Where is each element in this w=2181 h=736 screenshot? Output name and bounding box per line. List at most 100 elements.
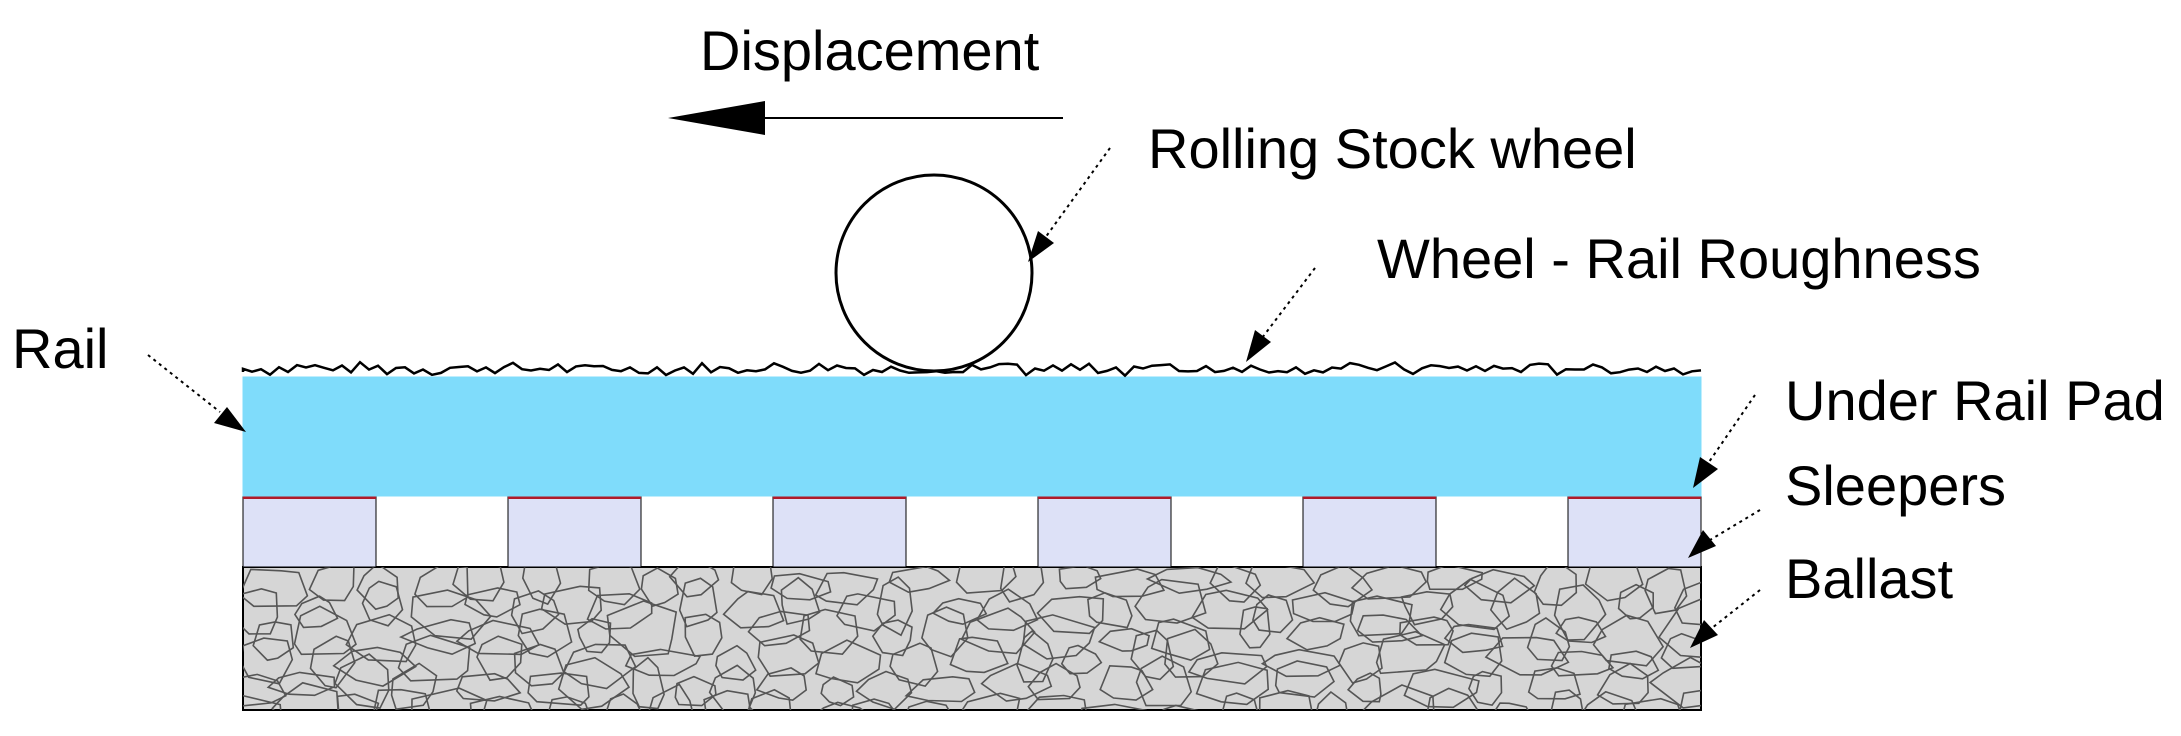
ballast-stone — [855, 670, 913, 710]
ballast-stone — [1195, 661, 1270, 706]
ballast-stone — [814, 571, 879, 606]
ballast-stone — [557, 656, 631, 710]
ballast-stone — [1584, 567, 1644, 602]
ballast-stone — [1094, 568, 1166, 598]
ballast-stone — [266, 671, 336, 697]
ballast-stone — [1316, 690, 1348, 710]
ballast-stone — [1550, 650, 1615, 677]
ballast-stone — [1660, 632, 1701, 670]
ballast-stone — [1087, 591, 1133, 629]
ballast-stone — [684, 613, 723, 657]
ballast-stone — [1245, 567, 1316, 599]
ballast-stone — [980, 662, 1053, 702]
ballast-stone — [1484, 636, 1570, 676]
ballast-stone — [1362, 684, 1435, 710]
ballast-stone — [820, 676, 855, 707]
ballast-stone — [955, 567, 1017, 594]
ballast-stone — [836, 593, 896, 632]
ballast-stone — [1027, 662, 1081, 701]
rolling-stock-wheel — [834, 173, 1034, 373]
leader-sleepers — [1688, 509, 1761, 558]
ballast-stone — [1058, 567, 1102, 590]
under-rail-pad-6 — [1568, 495, 1701, 499]
ballast-stone — [949, 636, 1009, 674]
sleeper-1 — [242, 496, 377, 568]
ballast-stone — [640, 567, 679, 608]
leader-wheel — [1028, 147, 1111, 262]
ballast-stone — [336, 693, 380, 710]
ballast-stone — [931, 597, 988, 626]
ballast-stone — [410, 589, 492, 641]
ballast-stone — [452, 567, 505, 602]
ballast-stones — [243, 567, 1701, 710]
under-rail-pad-5 — [1303, 495, 1436, 499]
ballast-stone — [243, 673, 287, 707]
ballast-stone — [521, 567, 562, 606]
ballast-stone — [1145, 567, 1233, 595]
ballast-stone — [1555, 616, 1607, 644]
ballast-stone — [1644, 567, 1688, 615]
ballast-stone — [1463, 568, 1536, 604]
ballast-stone — [906, 700, 950, 710]
ballast-stone — [361, 580, 404, 627]
ballast-stone — [1608, 650, 1660, 680]
ballast-stone — [527, 672, 590, 707]
ballast-stone — [799, 608, 859, 656]
sleeper-6 — [1567, 496, 1702, 568]
ballast-stone — [455, 672, 522, 702]
sleepers-label: Sleepers — [1785, 454, 2006, 517]
ballast-stone — [1443, 623, 1504, 654]
ballast-stone — [373, 688, 431, 710]
ballast-stone — [398, 618, 477, 656]
ballast-stone — [1622, 697, 1681, 710]
ballast-stone — [510, 590, 560, 635]
ballast-stone — [1164, 628, 1219, 678]
sleeper-4 — [1037, 496, 1172, 568]
ballast-stone — [1494, 702, 1529, 710]
ballast-stone — [876, 576, 914, 637]
ballast-stone — [1191, 589, 1269, 630]
ballast-stone — [708, 664, 757, 710]
ballast-stone — [815, 639, 882, 684]
ballast-stone — [308, 567, 355, 602]
ballast-stone — [606, 600, 678, 658]
ballast-stone — [356, 567, 400, 611]
ballast-stone — [1346, 672, 1382, 703]
ballast-stone — [397, 634, 471, 682]
ballast-stone — [961, 692, 1021, 710]
ballast-stone — [1134, 578, 1207, 624]
ballast-stone — [606, 693, 641, 710]
ballast-stone — [1097, 627, 1151, 652]
leader-roughness — [1246, 267, 1316, 362]
ballast-stone — [960, 607, 1036, 655]
ballast-stone — [563, 643, 637, 690]
ballast-stone — [1648, 656, 1701, 709]
leader-pad — [1693, 394, 1756, 488]
ballast-stone — [1312, 567, 1374, 608]
ballast-stone — [271, 681, 339, 710]
ballast-stone — [755, 667, 808, 702]
ballast-stone — [586, 592, 653, 630]
under-rail-pad-3 — [773, 495, 906, 499]
ballast-stone — [1468, 670, 1503, 706]
displacement-label: Displacement — [700, 19, 1040, 82]
ballast-stone — [722, 590, 785, 629]
ballast-stone — [757, 634, 820, 678]
rail-label: Rail — [12, 317, 108, 380]
ballast-stone — [252, 621, 295, 662]
ballast-stone — [678, 577, 718, 628]
ballast-stone — [871, 619, 913, 657]
ballast-label: Ballast — [1785, 547, 1954, 610]
ballast-stone — [334, 653, 390, 709]
ballast-stone — [1338, 642, 1383, 684]
sleepers-row — [242, 495, 1702, 568]
ballast-stone — [1592, 614, 1665, 667]
ballast-stone — [1285, 616, 1345, 651]
pad-label: Under Rail Pad — [1785, 369, 2165, 432]
roughness-label: Wheel - Rail Roughness — [1377, 227, 1981, 290]
ballast-stone — [243, 587, 279, 635]
ballast-stone — [747, 610, 811, 647]
wheel-label: Rolling Stock wheel — [1148, 117, 1637, 180]
ballast-stone — [1443, 632, 1503, 678]
